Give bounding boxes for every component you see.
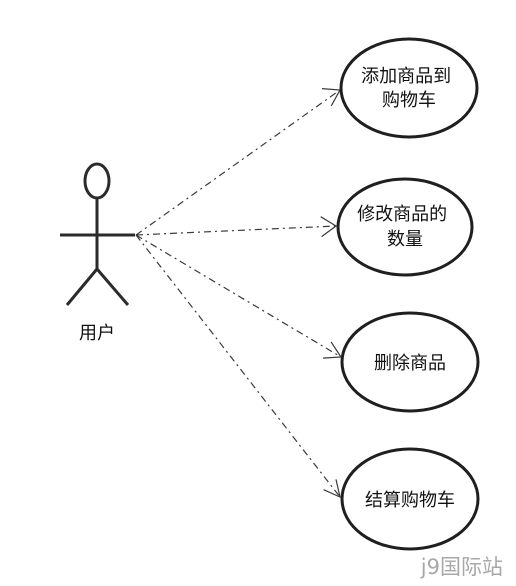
use-case-add-to-cart: 添加商品到 购物车 [339,37,479,139]
actor-right-leg [95,268,130,306]
use-case-ellipse [339,37,479,139]
use-case-label: 添加商品到 购物车 [361,66,457,111]
use-case-label: 删除商品 [374,353,446,374]
use-case-ellipse [340,311,480,413]
actor-left-leg [65,268,99,306]
use-case-delete-item: 删除商品 [340,311,480,413]
association-modify-quantity [135,216,338,238]
actor-name: 用户 [79,323,115,344]
watermark: j9国际站 [420,555,503,579]
actor: 用户 [60,162,135,344]
association-add-to-cart [135,88,341,236]
use-case-ellipse [340,447,480,551]
use-case-modify-quantity: 修改商品的 数量 [336,177,474,277]
associations [135,88,343,499]
association-delete-item [135,234,343,359]
association-checkout [135,234,341,499]
use-case-label: 结算购物车 [365,490,455,511]
actor-head [83,162,111,200]
use-case-label: 修改商品的 数量 [357,204,453,250]
use-case-checkout: 结算购物车 [340,447,480,551]
use-case-ellipse [336,177,474,277]
